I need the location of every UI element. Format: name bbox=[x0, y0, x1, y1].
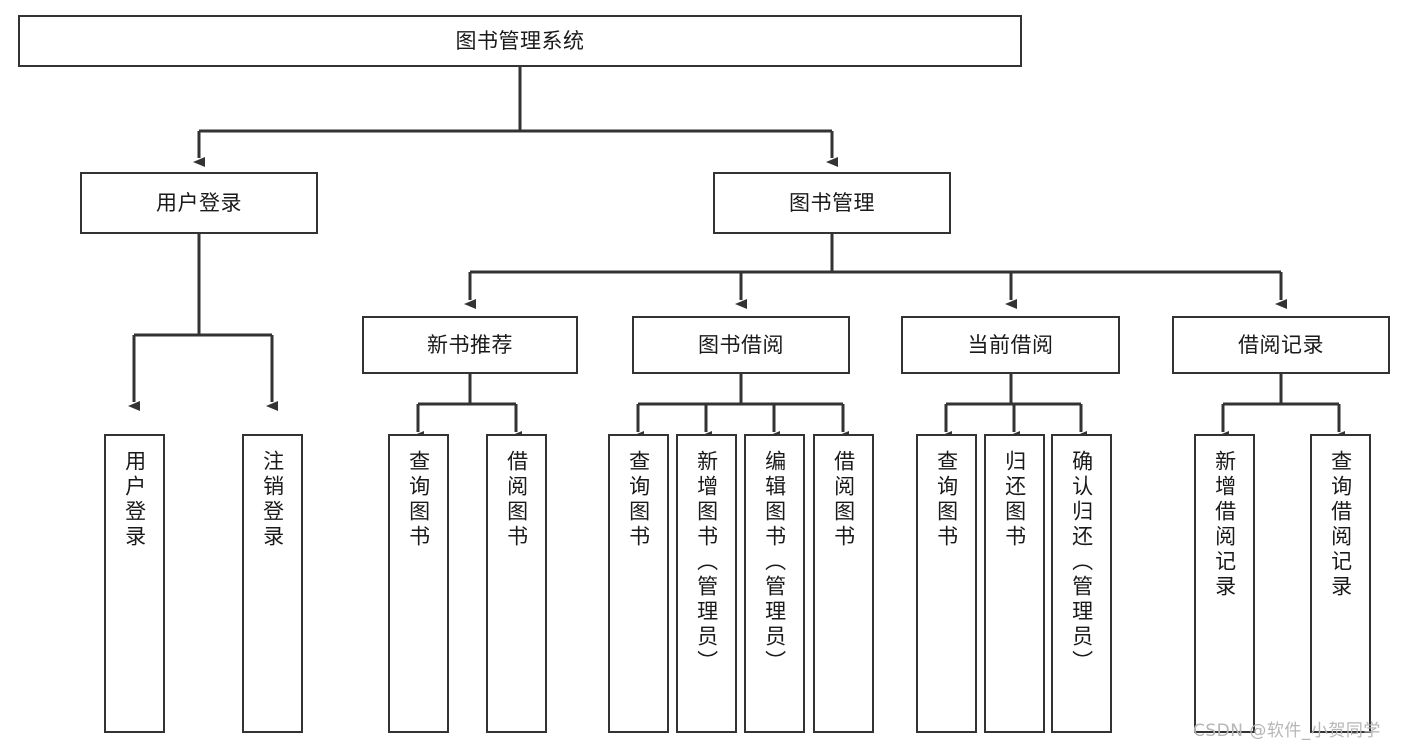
node-label: 图书管理系统 bbox=[455, 28, 585, 53]
node-label: 归还图书 bbox=[1002, 450, 1027, 550]
node-label: 查询图书 bbox=[626, 450, 651, 550]
node-label: 借阅记录 bbox=[1238, 332, 1324, 357]
node-label: 注销登录 bbox=[260, 450, 285, 550]
node-label: 借阅图书 bbox=[504, 450, 529, 550]
node-borrowing-record[interactable]: 借阅记录 bbox=[1172, 316, 1390, 374]
node-leaf-add-book-admin[interactable]: 新增图书（管理员） bbox=[676, 434, 737, 733]
node-label: 图书借阅 bbox=[698, 332, 784, 357]
node-book-borrowing[interactable]: 图书借阅 bbox=[632, 316, 850, 374]
node-label: 用户登录 bbox=[156, 190, 242, 215]
node-leaf-user-login[interactable]: 用户登录 bbox=[104, 434, 165, 733]
node-label: 用户登录 bbox=[122, 450, 147, 550]
node-label: 编辑图书（管理员） bbox=[762, 450, 787, 675]
node-leaf-borrow-book-recommend[interactable]: 借阅图书 bbox=[486, 434, 547, 733]
node-label: 当前借阅 bbox=[967, 332, 1054, 357]
node-leaf-query-book-current[interactable]: 查询图书 bbox=[916, 434, 977, 733]
node-label: 图书管理 bbox=[789, 190, 875, 215]
node-leaf-query-book-borrow[interactable]: 查询图书 bbox=[608, 434, 669, 733]
node-leaf-edit-book-admin[interactable]: 编辑图书（管理员） bbox=[744, 434, 805, 733]
node-leaf-borrow-book[interactable]: 借阅图书 bbox=[813, 434, 874, 733]
node-label: 新书推荐 bbox=[427, 332, 513, 357]
node-label: 借阅图书 bbox=[831, 450, 856, 550]
node-leaf-return-book[interactable]: 归还图书 bbox=[984, 434, 1045, 733]
node-new-book-recommendation[interactable]: 新书推荐 bbox=[362, 316, 578, 374]
node-leaf-query-borrow-record[interactable]: 查询借阅记录 bbox=[1310, 434, 1371, 733]
node-label: 查询借阅记录 bbox=[1328, 450, 1353, 600]
node-leaf-add-borrow-record[interactable]: 新增借阅记录 bbox=[1194, 434, 1255, 733]
node-leaf-query-book-recommend[interactable]: 查询图书 bbox=[388, 434, 449, 733]
node-leaf-confirm-return-admin[interactable]: 确认归还（管理员） bbox=[1051, 434, 1112, 733]
node-label: 新增图书（管理员） bbox=[694, 450, 719, 675]
node-label: 查询图书 bbox=[934, 450, 959, 550]
node-current-borrowing[interactable]: 当前借阅 bbox=[901, 316, 1120, 374]
node-user-login[interactable]: 用户登录 bbox=[80, 172, 318, 234]
node-book-management[interactable]: 图书管理 bbox=[713, 172, 951, 234]
node-label: 确认归还（管理员） bbox=[1069, 450, 1094, 675]
node-root-book-management-system[interactable]: 图书管理系统 bbox=[18, 15, 1022, 67]
node-leaf-logout[interactable]: 注销登录 bbox=[242, 434, 303, 733]
node-label: 查询图书 bbox=[406, 450, 431, 550]
node-label: 新增借阅记录 bbox=[1212, 450, 1237, 600]
